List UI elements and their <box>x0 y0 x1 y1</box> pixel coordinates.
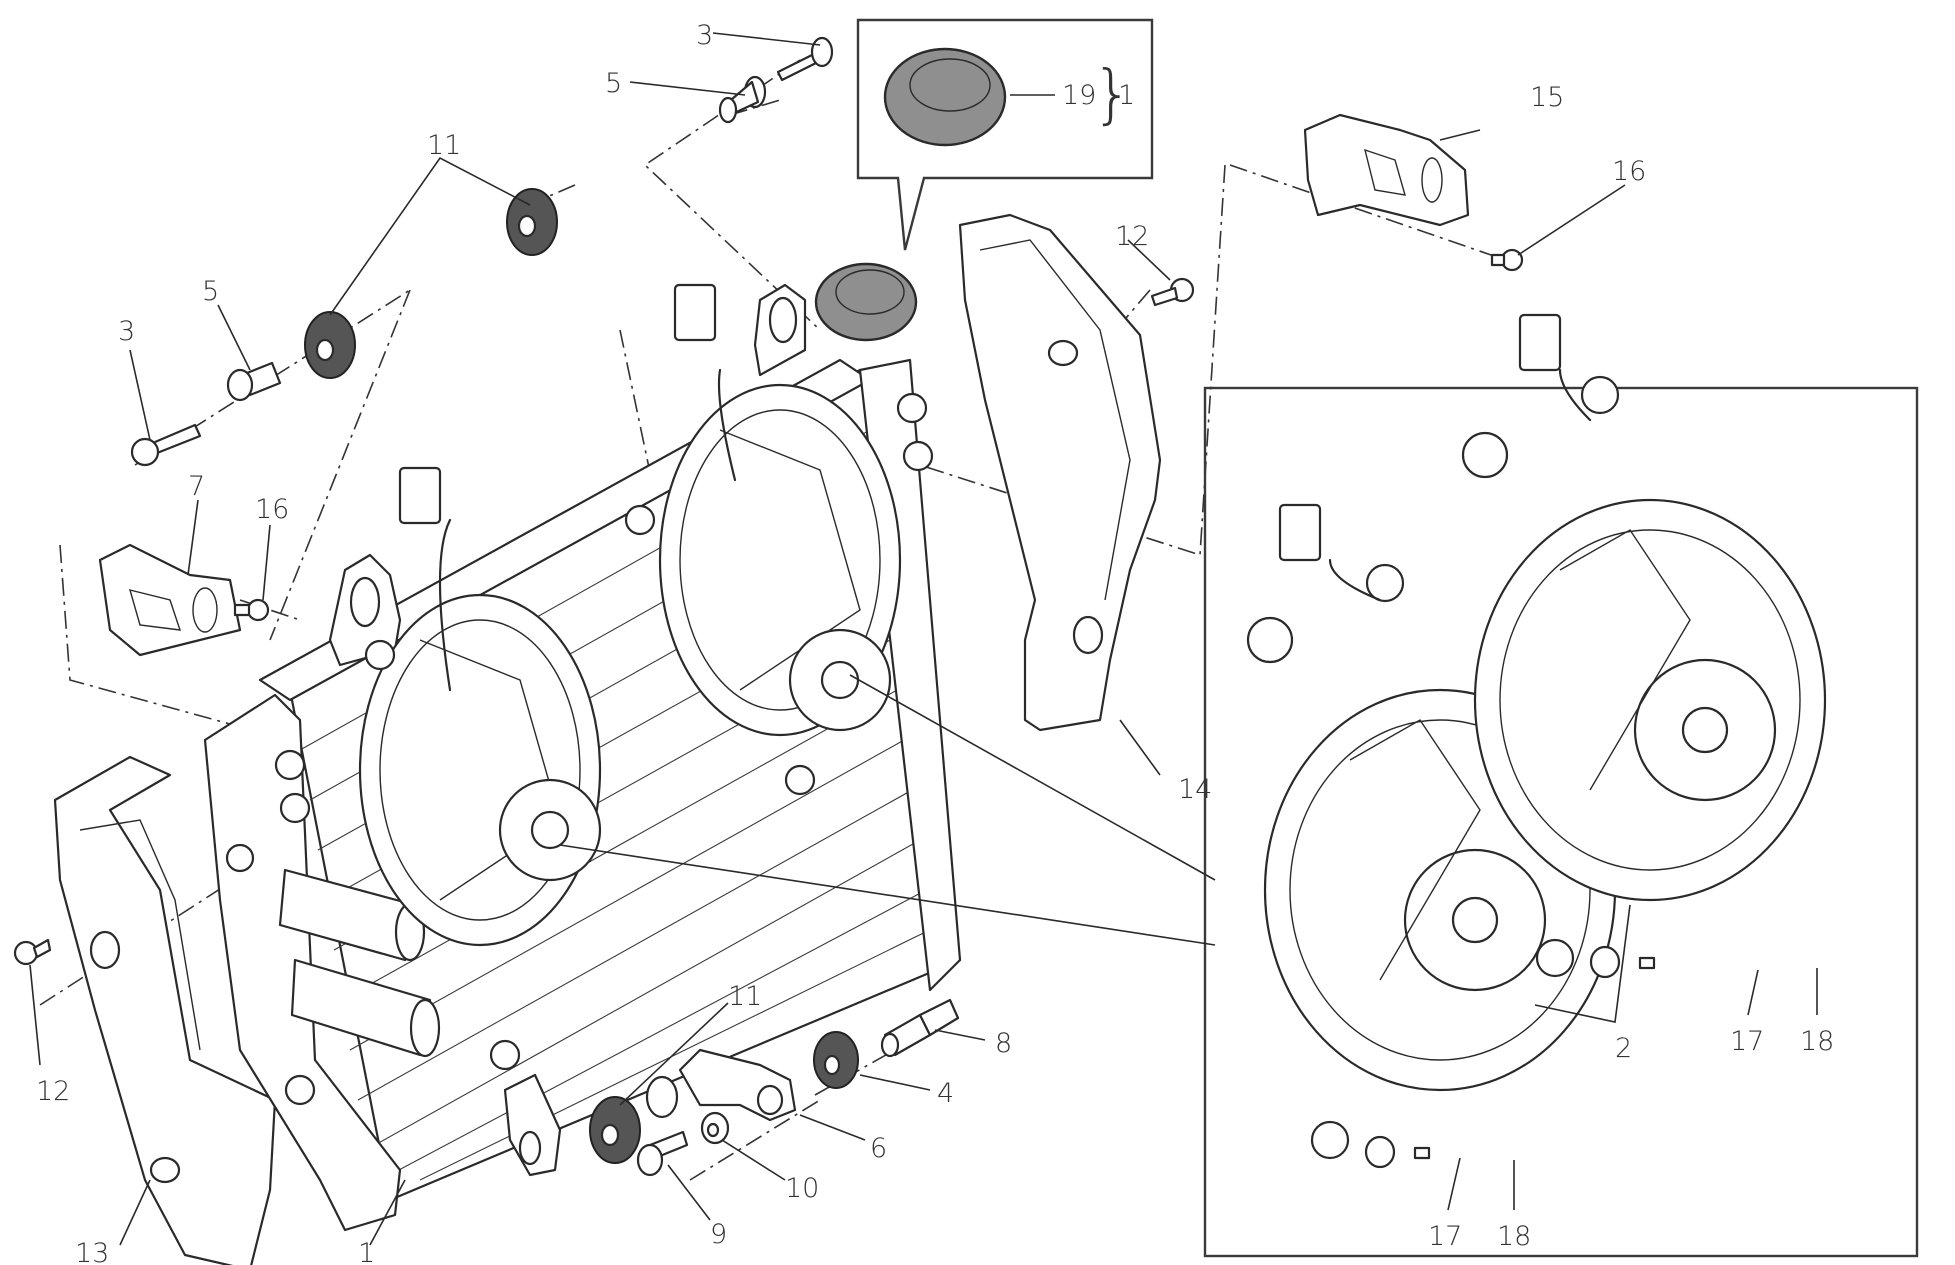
callout-18-a: 18 <box>1800 1026 1834 1057</box>
cap-callout-box <box>856 18 1154 251</box>
screw-part-12-left <box>13 938 52 966</box>
callout-18-b: 18 <box>1497 1221 1531 1252</box>
fan-left-on-radiator <box>358 466 602 1071</box>
callout-16-left: 16 <box>255 494 289 525</box>
callout-17-b: 17 <box>1428 1221 1462 1252</box>
callout-15: 15 <box>1530 82 1564 113</box>
pin-part-8 <box>880 998 960 1058</box>
screw-part-16-right <box>1490 248 1524 272</box>
callout-1-radiator: 1 <box>358 1238 375 1265</box>
bushing-part-5-left <box>226 361 282 402</box>
callout-19: 19 <box>1062 80 1096 111</box>
callout-16-right: 16 <box>1612 156 1646 187</box>
rubber-mount-part-11-bottom <box>589 1096 641 1164</box>
callout-leaders <box>29 32 1818 1246</box>
callout-5-top: 5 <box>605 68 622 99</box>
callout-1-group: 1 <box>1118 80 1135 111</box>
screw-part-12-right <box>1150 277 1195 307</box>
plate-part-7 <box>98 543 242 657</box>
callout-9: 9 <box>710 1219 727 1250</box>
screw-part-16-left <box>233 598 270 622</box>
fan-right-on-radiator <box>624 283 902 796</box>
bushing-part-5-top <box>718 75 767 124</box>
screw-part-9 <box>636 1130 689 1177</box>
callout-13: 13 <box>75 1238 109 1265</box>
inset-fan-rear <box>1461 313 1827 979</box>
callout-10: 10 <box>785 1173 819 1204</box>
bracket-part-6 <box>645 1048 797 1122</box>
callout-6: 6 <box>870 1133 887 1164</box>
callout-3-left: 3 <box>118 316 135 347</box>
callout-11-top: 11 <box>427 130 461 161</box>
callout-2: 2 <box>1615 1033 1632 1064</box>
callout-14: 14 <box>1178 774 1212 805</box>
washer-part-10 <box>700 1111 730 1145</box>
inset-leader-lines <box>559 674 1216 946</box>
callout-labels: 3 5 19 } 1 15 16 11 5 3 12 7 16 14 12 11… <box>36 20 1834 1265</box>
callout-12-left: 12 <box>36 1076 70 1107</box>
fan-detail-inset <box>1203 313 1919 1258</box>
right-cover-part-14 <box>958 213 1162 732</box>
callout-17-a: 17 <box>1730 1026 1764 1057</box>
screw-part-3-top <box>776 36 834 82</box>
callout-5-left: 5 <box>202 276 219 307</box>
callout-3-top: 3 <box>696 20 713 51</box>
filler-cap-on-radiator <box>814 262 918 342</box>
plate-part-15 <box>1303 113 1470 227</box>
screw-part-3-left <box>130 423 202 467</box>
group-brace: } <box>1092 58 1133 132</box>
grommet-part-4 <box>813 1031 859 1089</box>
left-cover-part-13 <box>53 755 277 1265</box>
rubber-mount-part-11-lower <box>304 311 356 379</box>
callout-8: 8 <box>995 1028 1012 1059</box>
callout-12-right: 12 <box>1115 221 1149 252</box>
callout-7: 7 <box>188 471 205 502</box>
callout-4: 4 <box>937 1078 954 1109</box>
callout-11-bottom: 11 <box>728 981 762 1012</box>
rubber-mount-part-11-upper <box>506 188 558 256</box>
